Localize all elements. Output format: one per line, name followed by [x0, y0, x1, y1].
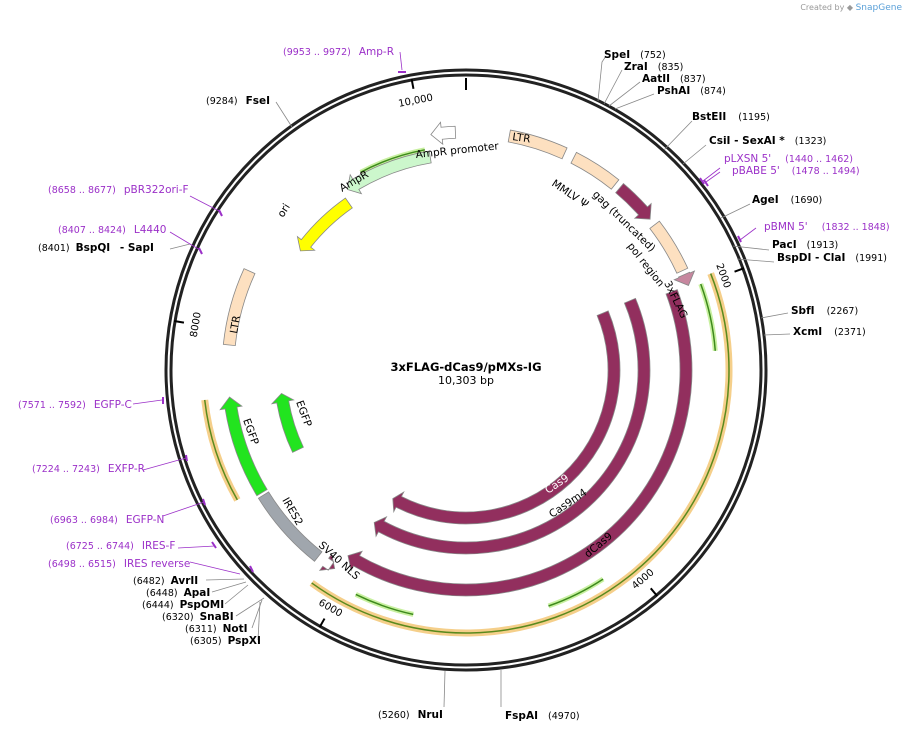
orf-arrow — [360, 149, 425, 173]
feature-mmlv-psi[interactable] — [570, 151, 620, 190]
credit-brand: SnapGene — [855, 3, 902, 13]
enzyme-label: (6482)AvrII — [133, 575, 198, 587]
enzyme-label: ZraI(835) — [624, 61, 683, 73]
orf-arrow — [698, 283, 718, 352]
primer-label: pLXSN 5'(1440 .. 1462) — [724, 153, 853, 165]
tick-mark — [734, 267, 745, 273]
backbone-inner — [169, 73, 763, 667]
tick-mark — [173, 320, 185, 324]
tick-mark — [410, 78, 415, 90]
orfs — [201, 147, 733, 637]
primer-label: (6963 .. 6984)EGFP-N — [50, 514, 164, 526]
enzyme-label: PacI(1913) — [772, 239, 838, 251]
enzyme-label: PshAI(874) — [657, 85, 726, 97]
feature-ori[interactable] — [296, 197, 353, 252]
enzyme-label: (6448)ApaI — [146, 587, 210, 599]
tick-label: 10,000 — [398, 93, 434, 110]
features — [219, 121, 696, 597]
enzyme-label: AatII(837) — [642, 73, 706, 85]
feature-ampr-promoter[interactable] — [430, 121, 457, 146]
primer-label: (9953 .. 9972)Amp-R — [283, 46, 394, 58]
primer-label: (7571 .. 7592)EGFP-C — [18, 399, 132, 411]
primer-labels: (9953 .. 9972)Amp-R pLXSN 5'(1440 .. 146… — [18, 46, 890, 570]
enzyme-label: (9284)FseI — [206, 95, 270, 107]
primer-label: pBABE 5'(1478 .. 1494) — [732, 165, 860, 177]
label-mmlv-psi: MMLV Ψ — [549, 178, 590, 211]
enzyme-label: (6320)SnaBI — [162, 611, 234, 623]
backbone-outer — [164, 68, 768, 672]
feature-pol-region[interactable] — [649, 220, 689, 274]
feature-ampr[interactable] — [346, 150, 432, 195]
enzyme-label: (8401)BspQI - SapI — [38, 242, 154, 254]
enzyme-label: XcmI(2371) — [793, 326, 866, 338]
enzyme-label: BstEII(1195) — [692, 111, 770, 123]
primer-arrows — [162, 71, 742, 573]
enzyme-label: BspDI - ClaI(1991) — [777, 252, 887, 264]
feature-dcas9[interactable] — [347, 289, 693, 597]
enzyme-label: (6444)PspOMI — [142, 599, 224, 611]
feature-egfp-outer[interactable] — [219, 396, 268, 497]
label-ltr-2: LTR — [228, 315, 243, 335]
enzyme-label: FspAI(4970) — [505, 710, 580, 722]
feature-cas9m4[interactable] — [373, 297, 651, 555]
plasmid-length: 10,303 bp — [438, 374, 494, 387]
feature-gag-truncated[interactable] — [615, 183, 652, 220]
label-egfp-inner: EGFP — [293, 399, 314, 429]
feature-egfp-inner[interactable] — [270, 392, 304, 453]
orf-line — [203, 399, 238, 501]
feature-ires2[interactable] — [257, 491, 323, 562]
enzyme-label: (6311)NotI — [185, 623, 248, 635]
orf-line — [311, 273, 730, 634]
feature-3xflag[interactable] — [673, 270, 696, 286]
enzyme-label: (5260)NruI — [378, 709, 443, 721]
label-ltr: LTR — [512, 131, 532, 145]
tick-mark — [649, 587, 658, 597]
enzyme-labels: SpeI(752) ZraI(835) AatII(837) PshAI(874… — [38, 49, 887, 722]
tick-label: 8000 — [189, 311, 204, 338]
orf-arrow — [700, 283, 717, 351]
enzyme-label: AgeI(1690) — [752, 194, 822, 206]
label-dcas9: dCas9 — [582, 530, 615, 560]
label-ori: ori — [275, 202, 292, 220]
feature-ltr-2[interactable] — [222, 268, 256, 347]
label-ampr-promoter: AmpR promoter — [415, 140, 500, 161]
orf-arrow — [355, 593, 414, 616]
feature-cas9[interactable] — [392, 310, 621, 525]
feature-LTR[interactable] — [507, 129, 568, 160]
primer-label: pBMN 5'(1832 .. 1848) — [764, 221, 890, 233]
enzyme-label: CsiI - SexAI *(1323) — [709, 135, 826, 147]
primer-label: (8658 .. 8677)pBR322ori-F — [48, 184, 189, 196]
enzyme-label: SbfI(2267) — [791, 305, 858, 317]
primer-label: (6498 .. 6515)IRES reverse — [48, 558, 190, 570]
enzyme-label: SpeI(752) — [604, 49, 666, 61]
primer-leader-lines — [132, 51, 757, 575]
tick-mark — [318, 618, 326, 628]
snapgene-logo-icon: ◆ — [846, 3, 854, 12]
enzyme-leader-lines — [169, 55, 791, 708]
primer-label: (6725 .. 6744)IRES-F — [66, 540, 175, 552]
orf-arrow — [548, 578, 604, 607]
feature-sv40-nls[interactable] — [318, 553, 336, 571]
primer-label: (8407 .. 8424)L4440 — [58, 224, 166, 236]
primer-label: (7224 .. 7243)EXFP-R — [32, 463, 145, 475]
snapgene-credit: Created by ◆ SnapGene — [800, 3, 902, 13]
enzyme-label: (6305)PspXI — [190, 635, 261, 647]
credit-text: Created by — [800, 3, 845, 12]
plasmid-name: 3xFLAG-dCas9/pMXs-IG — [390, 360, 541, 374]
